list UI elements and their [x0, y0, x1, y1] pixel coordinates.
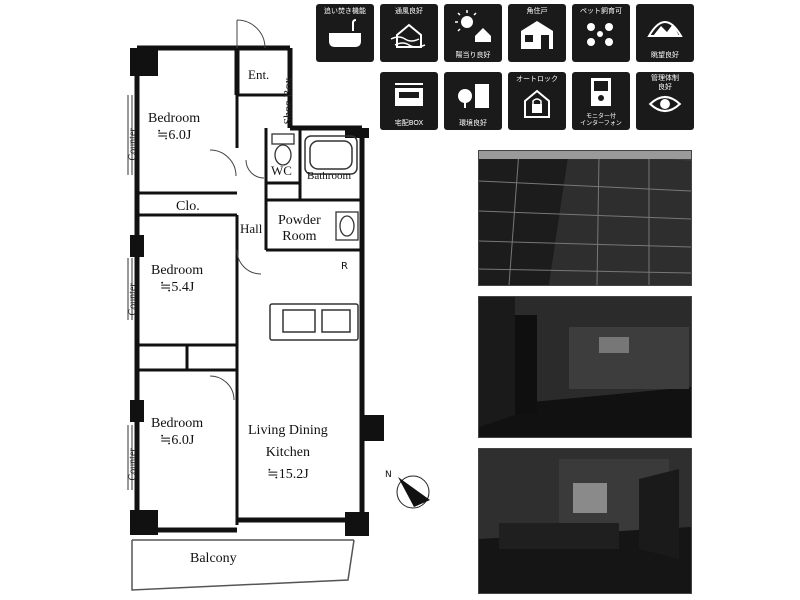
eye-icon	[648, 95, 682, 113]
feature-caption: 通風良好	[395, 7, 423, 15]
balcony-label: Balcony	[190, 551, 237, 566]
feature-tile: 陽当り良好	[444, 4, 502, 62]
floor-plan-walls	[127, 19, 430, 591]
feature-tile: 追い焚き機能	[316, 4, 374, 62]
feature-tile: 角住戸	[508, 4, 566, 62]
feature-caption: 環境良好	[459, 119, 487, 127]
bathtub-icon	[329, 19, 361, 47]
feature-tile: 通風良好	[380, 4, 438, 62]
feature-caption: 眺望良好	[651, 51, 679, 59]
floor-plan: Ent. Shoe Box Bedroom ≒6.0J WC Bathroom …	[127, 19, 430, 591]
feature-tile: 環境良好	[444, 72, 502, 130]
building-exterior-photo	[478, 150, 692, 286]
sun-house-icon	[455, 10, 491, 42]
ventilation-house-icon	[390, 23, 426, 48]
ldk-name: Living Dining Kitchen	[248, 423, 328, 460]
feature-tile: モニター付 インターフォン	[572, 72, 630, 130]
feature-caption: 宅配BOX	[394, 119, 424, 127]
bedroom-middle-label: Bedroom ≒5.4J	[151, 262, 203, 296]
environment-icon	[458, 84, 489, 108]
bedroom-middle-name: Bedroom	[151, 263, 204, 278]
feature-caption: オートロック	[516, 75, 558, 83]
bedroom-middle-size: ≒5.4J	[159, 280, 195, 295]
compass-icon	[396, 475, 430, 509]
feature-caption: 追い焚き機能	[324, 7, 366, 15]
bedroom-bottom-size: ≒6.0J	[159, 433, 195, 448]
feature-caption: ペット飼育可	[580, 7, 622, 15]
compass-north-label: N	[385, 470, 392, 480]
feature-caption: モニター付 インターフォン	[580, 113, 622, 127]
feature-tile: オートロック	[508, 72, 566, 130]
ldk-label: Living Dining Kitchen ≒15.2J	[248, 398, 328, 508]
entrance-label: Ent.	[248, 67, 270, 82]
room-interior-photo	[478, 448, 692, 594]
counter-label: Counter	[127, 283, 139, 316]
bathroom-label: Bathroom	[307, 170, 351, 182]
living-room-photo	[478, 296, 692, 438]
bedroom-top-size: ≒6.0J	[156, 128, 192, 143]
bedroom-top-label: Bedroom ≒6.0J	[148, 110, 200, 144]
corner-unit-icon	[521, 21, 553, 49]
feature-caption: 良好	[658, 83, 672, 91]
feature-caption: 陽当り良好	[455, 51, 491, 59]
powder-room-label: Powder Room	[278, 213, 321, 244]
counter-label: Counter	[127, 128, 139, 161]
refrigerator-mark: R	[341, 261, 348, 272]
bedroom-bottom-label: Bedroom ≒6.0J	[151, 415, 203, 449]
wc-label: WC	[271, 163, 292, 178]
bedroom-top-name: Bedroom	[148, 111, 201, 126]
feature-caption: 角住戸	[526, 7, 548, 15]
bedroom-bottom-name: Bedroom	[151, 416, 204, 431]
closet-label: Clo.	[176, 199, 200, 214]
feature-icon-grid: 追い焚き機能 通風良好 陽当り良好 角住戸 ペット飼育可 眺望良好 宅配BOX …	[310, 4, 694, 132]
counter-label: Counter	[127, 448, 139, 481]
lock-icon	[524, 89, 550, 118]
paw-icon	[587, 23, 613, 46]
scenery-icon	[647, 21, 683, 37]
delivery-box-icon	[395, 83, 423, 106]
feature-tile: 眺望良好	[636, 4, 694, 62]
ldk-size: ≒15.2J	[267, 467, 309, 482]
feature-tile: 管理体制 良好	[636, 72, 694, 130]
hall-label: Hall	[240, 221, 263, 236]
feature-tile: ペット飼育可	[572, 4, 630, 62]
intercom-icon	[591, 78, 611, 106]
shoe-box-label: Shoe Box	[280, 77, 295, 125]
feature-tile: 宅配BOX	[380, 72, 438, 130]
feature-caption: 管理体制	[651, 74, 679, 82]
